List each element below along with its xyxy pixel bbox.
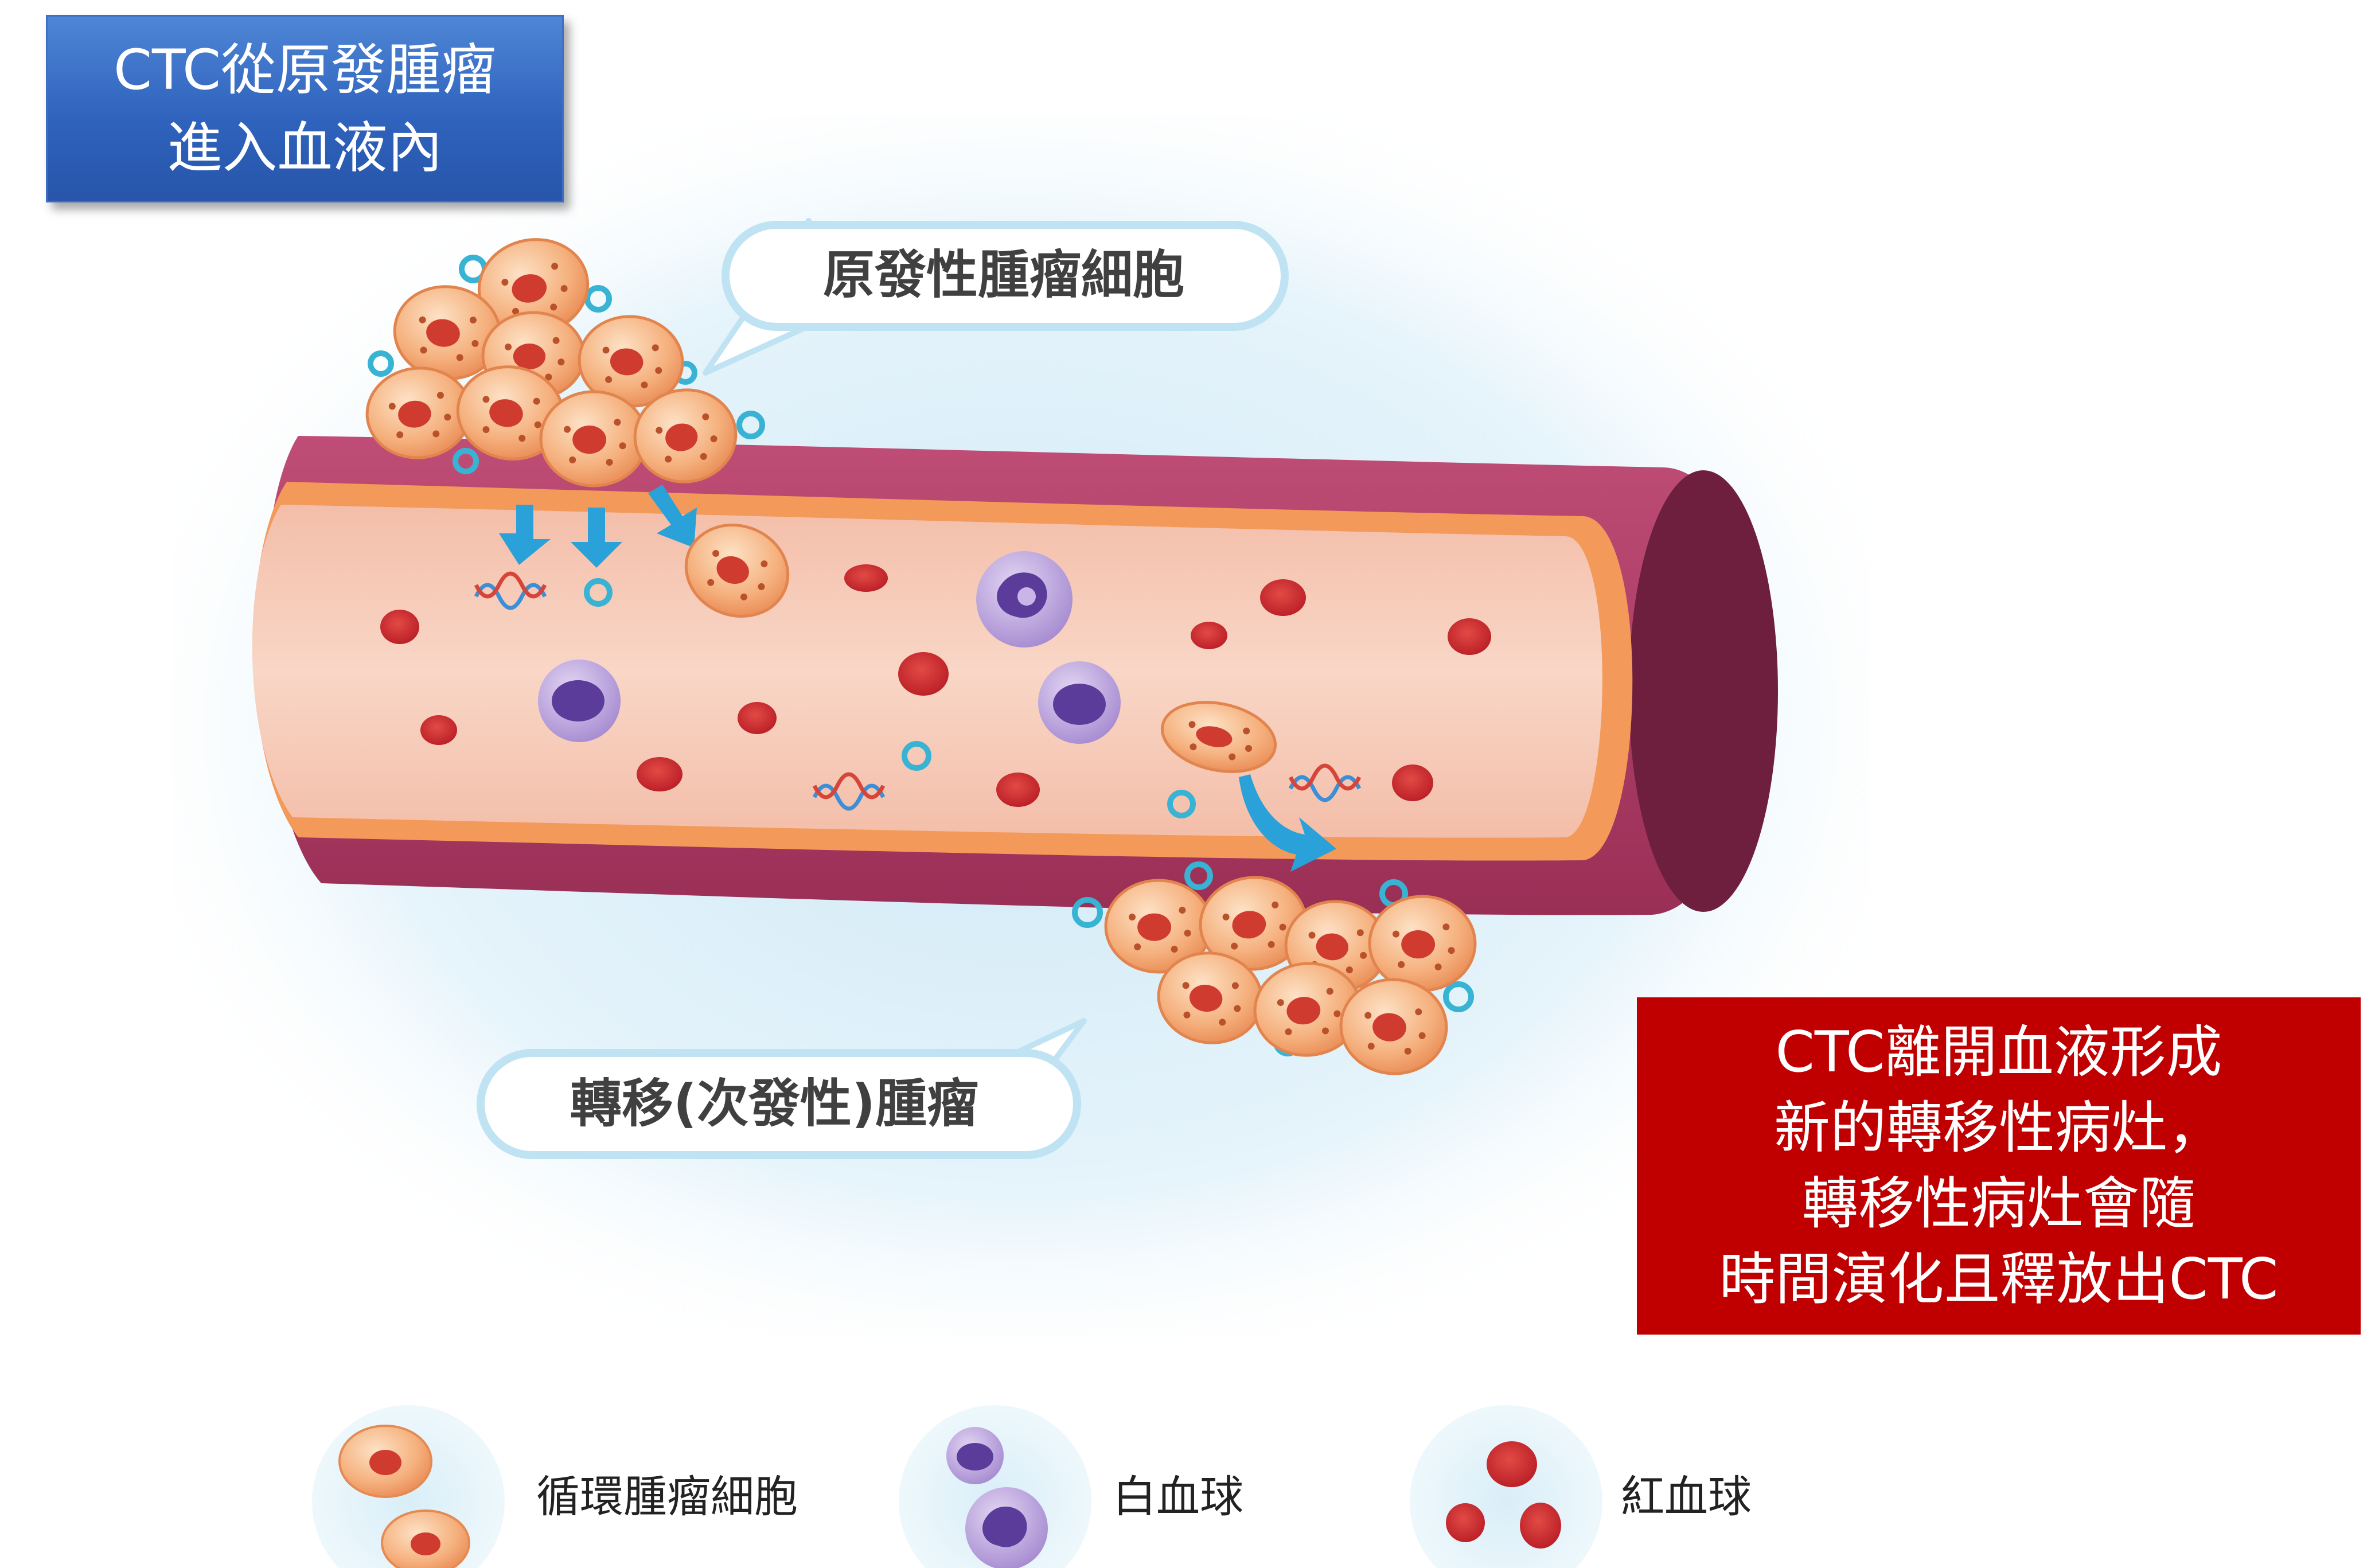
dna-fragments <box>474 571 1362 811</box>
primary-tumor-cluster <box>365 238 738 487</box>
tumor-cell <box>456 365 565 461</box>
callout-primary: 原發性腫瘤細胞 <box>703 218 1289 376</box>
legend-label-rbc: 紅血球 <box>1621 1471 1752 1522</box>
legend-icon-wbc <box>899 1405 1091 1568</box>
legend-label-wbc: 白血球 <box>1113 1471 1243 1522</box>
white-blood-cells <box>538 551 1121 744</box>
red-blood-cell <box>637 757 683 791</box>
red-blood-cell <box>1448 618 1491 655</box>
red-blood-cell <box>844 564 888 592</box>
callout-metastatic-text: 轉移(次發性)腫瘤 <box>570 1074 978 1134</box>
callout-primary-text: 原發性腫瘤細胞 <box>823 245 1184 305</box>
tumor-cell <box>684 524 790 618</box>
red-blood-cell <box>420 715 457 745</box>
tumor-cell <box>1368 895 1477 992</box>
red-blood-cell <box>380 610 419 644</box>
ctc-enter-line: 進入血液內 <box>167 115 443 180</box>
ctc-leave-box: CTC離開血液形成 新的轉移性病灶， 轉移性病灶會隨 時間演化且釋放出CTC <box>1637 997 2361 1335</box>
tumor-cell <box>1104 879 1213 974</box>
tumor-cell <box>633 388 738 483</box>
red-blood-cell <box>738 702 777 734</box>
ctc-leave-line: CTC離開血液形成 <box>1775 1020 2222 1085</box>
red-blood-cell <box>1392 765 1433 801</box>
white-blood-cell <box>538 660 621 742</box>
red-blood-cell <box>1260 579 1306 616</box>
metastatic-tumor-cluster <box>1104 876 1477 1075</box>
white-blood-cell <box>976 551 1073 648</box>
legend-icon-rbc <box>1410 1405 1602 1568</box>
legend-icon-ctc <box>312 1405 505 1568</box>
red-blood-cell <box>1191 622 1227 649</box>
red-blood-cells <box>380 564 1491 807</box>
tumor-cell <box>1339 978 1448 1075</box>
ctc-enter-line: CTC從原發腫瘤 <box>113 37 497 102</box>
vessel-opening <box>1629 470 1778 912</box>
tumor-cell <box>539 390 648 487</box>
tumor-cell <box>393 285 502 380</box>
circulating-tumor-cells <box>684 524 1277 773</box>
ctc-leave-line: 轉移性病灶會隨 <box>1801 1171 2195 1237</box>
red-blood-cell <box>898 652 949 696</box>
tumor-cell <box>1253 962 1362 1057</box>
callout-metastatic: 轉移(次發性)腫瘤 <box>477 1018 1087 1159</box>
tumor-cell <box>1199 876 1308 971</box>
red-blood-cell <box>996 773 1040 807</box>
white-blood-cell <box>1038 661 1121 744</box>
tumor-cell <box>365 366 472 459</box>
tumor-cell <box>1160 701 1277 773</box>
ctc-leave-line: 時間演化且釋放出CTC <box>1719 1247 2279 1312</box>
legend-label-ctc: 循環腫瘤細胞 <box>536 1471 798 1522</box>
migration-arrows <box>499 485 1336 872</box>
ctc-enter-box: CTC從原發腫瘤 進入血液內 <box>46 15 564 202</box>
ctc-leave-line: 新的轉移性病灶， <box>1773 1095 2224 1161</box>
